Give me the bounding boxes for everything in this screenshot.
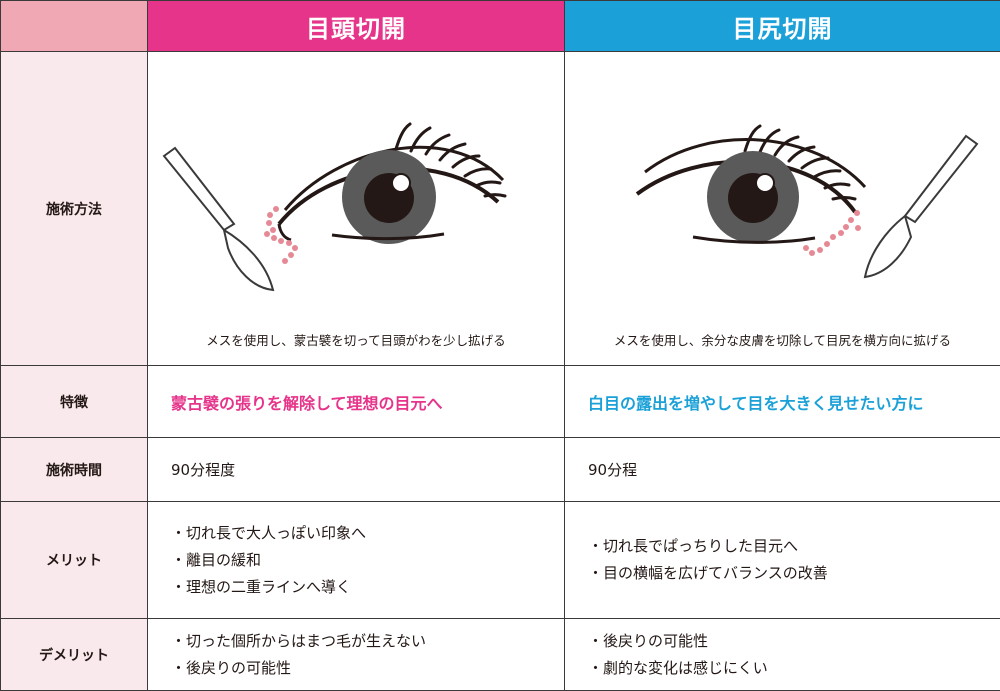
eyelid-crease <box>283 145 505 211</box>
list-item: ・離目の緩和 <box>171 550 262 569</box>
incision-dots <box>264 206 298 264</box>
features-outer: 白目の露出を増やして目を大きく見せたい方に <box>565 366 1000 438</box>
corner-cell <box>0 0 148 52</box>
list-item: ・目の横幅を広げてバランスの改善 <box>588 564 828 582</box>
merits-outer: ・切れ長でぱっちりした目元へ ・目の横幅を広げてバランスの改善 <box>565 502 1000 619</box>
time-inner-text: 90分程度 <box>171 461 236 479</box>
row-label-time: 施術時間 <box>0 438 148 502</box>
list-item: ・後戻りの可能性 <box>171 658 292 677</box>
features-inner-text: 蒙古襞の張りを解除して理想の目元へ <box>171 393 443 413</box>
list-item: ・切った個所からはまつ毛が生えない <box>171 631 427 650</box>
method-illustration-outer: メスを使用し、余分な皮膚を切除して目尻を横方向に拡げる <box>565 52 1000 366</box>
row-label-features: 特徴 <box>0 366 148 438</box>
list-item: ・後戻りの可能性 <box>588 631 709 650</box>
demerits-inner: ・切った個所からはまつ毛が生えない ・後戻りの可能性 <box>148 619 565 691</box>
eyelashes <box>743 124 857 201</box>
highlight <box>391 173 411 193</box>
header-inner-corner-incision: 目頭切開 <box>148 0 565 52</box>
eyelid-crease <box>644 138 867 189</box>
row-label-merits: メリット <box>0 502 148 619</box>
list-item: ・理想の二重ラインへ導く <box>171 577 352 596</box>
features-inner: 蒙古襞の張りを解除して理想の目元へ <box>148 366 565 438</box>
time-inner: 90分程度 <box>148 438 565 502</box>
scalpel-icon <box>162 146 275 292</box>
outer-corner-eye-illustration <box>635 124 979 279</box>
eyelashes <box>394 122 507 198</box>
demerits-outer: ・後戻りの可能性 ・劇的な変化は感じにくい <box>565 619 1000 691</box>
features-outer-text: 白目の露出を増やして目を大きく見せたい方に <box>588 393 924 413</box>
incision-dots <box>803 210 861 256</box>
time-outer: 90分程 <box>565 438 1000 502</box>
list-item: ・劇的な変化は感じにくい <box>588 658 768 677</box>
method-caption-inner: メスを使用し、蒙古襞を切って目頭がわを少し拡げる <box>206 333 506 348</box>
row-label-method: 施術方法 <box>0 52 148 366</box>
method-illustration-inner: メスを使用し、蒙古襞を切って目頭がわを少し拡げる <box>148 52 565 366</box>
list-item: ・切れ長で大人っぽい印象へ <box>171 523 367 542</box>
lower-eyelid <box>331 232 445 241</box>
header-outer-corner-incision: 目尻切開 <box>565 0 1000 52</box>
highlight <box>755 173 775 193</box>
inner-corner-eye-illustration <box>162 122 507 292</box>
row-label-demerits: デメリット <box>0 619 148 691</box>
scalpel-icon <box>863 134 979 279</box>
merits-inner: ・切れ長で大人っぽい印象へ ・離目の緩和 ・理想の二重ラインへ導く <box>148 502 565 619</box>
time-outer-text: 90分程 <box>588 461 638 479</box>
lower-eyelid <box>692 235 816 244</box>
method-caption-outer: メスを使用し、余分な皮膚を切除して目尻を横方向に拡げる <box>613 333 952 348</box>
list-item: ・切れ長でぱっちりした目元へ <box>588 537 799 555</box>
